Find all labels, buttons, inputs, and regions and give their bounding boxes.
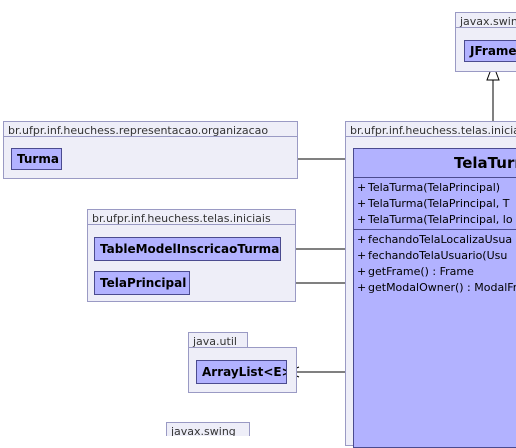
package-tab-telas-iniciais-main: br.ufpr.inf.heuchess.telas.iniciais (345, 121, 516, 137)
package-tab-organizacao: br.ufpr.inf.heuchess.representacao.organ… (3, 121, 298, 137)
constructor-row: +TelaTurma(TelaPrincipal) (357, 181, 501, 194)
class-turma[interactable]: Turma (11, 148, 62, 170)
class-tela-turma-title: TelaTurma (354, 149, 516, 178)
constructor-row: +TelaTurma(TelaPrincipal, lo (357, 212, 513, 226)
package-tab-javax-swing-top: javax.swing (455, 12, 516, 28)
method-row: +getFrame() : Frame (357, 264, 474, 278)
constructor-row: +TelaTurma(TelaPrincipal, T (357, 196, 510, 210)
generalization-arrowhead (486, 62, 500, 81)
method-row: +getModalOwner() : ModalFr (357, 280, 516, 294)
package-tab-telas-iniciais-small: br.ufpr.inf.heuchess.telas.iniciais (87, 209, 296, 225)
constructors-compartment: +TelaTurma(TelaPrincipal) +TelaTurma(Tel… (354, 178, 516, 231)
method-row: +fechandoTelaLocalizaUsua (357, 233, 513, 247)
class-jframe[interactable]: JFrame (464, 40, 516, 62)
package-tab-java-util: java.util (188, 332, 248, 348)
class-arraylist[interactable]: ArrayList<E> (196, 360, 287, 384)
class-tela-principal[interactable]: TelaPrincipal (94, 271, 190, 295)
method-row: +fechandoTelaUsuario(Usu (357, 249, 508, 263)
class-table-model-inscricao-turma[interactable]: TableModelInscricaoTurma (94, 237, 281, 261)
methods-compartment: +fechandoTelaLocalizaUsua +fechandoTelaU… (354, 230, 516, 297)
class-tela-turma[interactable]: TelaTurma +TelaTurma(TelaPrincipal) +Tel… (353, 148, 516, 448)
package-tab-javax-swing-bottom: javax.swing (166, 422, 250, 436)
